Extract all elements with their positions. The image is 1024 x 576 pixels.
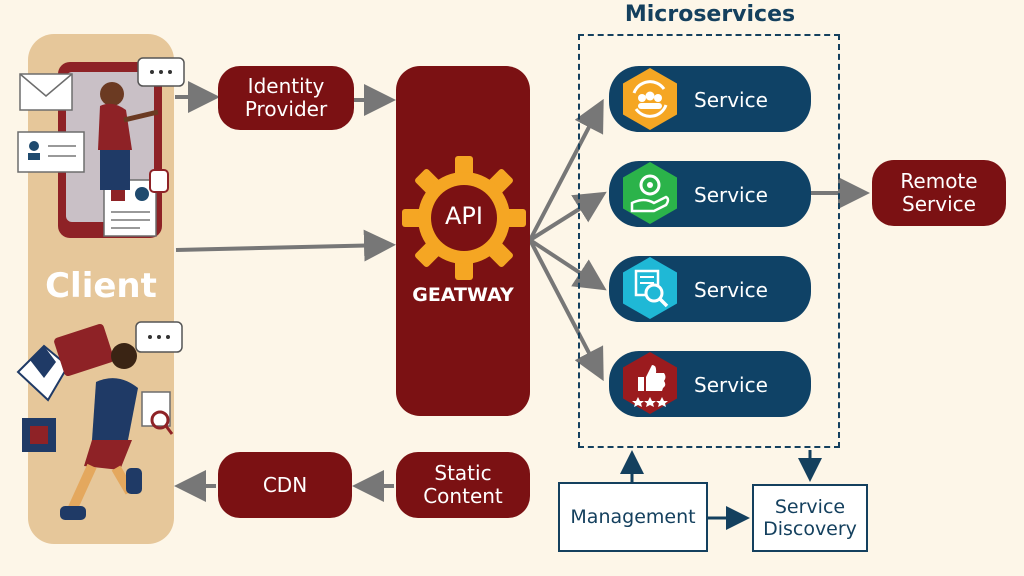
magnifier-document-icon	[141, 391, 174, 435]
arrow-gateway-to-service-4	[528, 239, 604, 382]
client-label: Client	[45, 266, 157, 306]
arrow-gateway-to-service-1	[528, 98, 604, 241]
service-label-1: Service	[694, 88, 768, 112]
gateway-label: GEATWAY	[412, 284, 514, 306]
thumbs-up-rating-icon	[623, 352, 677, 414]
hand-gear-icon	[623, 162, 677, 224]
person-illustration-bottom	[60, 343, 142, 520]
shield-icon	[16, 344, 70, 402]
service-label-2: Service	[694, 183, 768, 207]
profile-card-icon	[17, 131, 85, 173]
search-document-icon	[623, 257, 677, 319]
identity-provider-node[interactable]: Identity Provider	[218, 66, 354, 130]
microservices-boundary	[578, 34, 840, 448]
email-icon	[19, 73, 73, 111]
person-illustration-top	[98, 82, 169, 193]
service-label-4: Service	[694, 373, 768, 397]
speech-bubble-icon-bottom	[135, 321, 183, 353]
management-node[interactable]: Management	[558, 482, 708, 552]
laptop-illustration	[54, 323, 114, 377]
arrow-gateway-to-service-2	[528, 191, 607, 242]
team-cycle-icon	[623, 68, 677, 130]
service-label-3: Service	[694, 278, 768, 302]
speech-bubble-icon	[137, 57, 185, 87]
service-discovery-node[interactable]: Service Discovery	[752, 484, 868, 552]
arrow-client-to-gateway	[175, 229, 396, 262]
cdn-node[interactable]: CDN	[218, 452, 352, 518]
chip-icon	[22, 418, 56, 452]
remote-service-node[interactable]: Remote Service	[872, 160, 1006, 226]
microservices-title: Microservices	[624, 2, 796, 27]
api-label: API	[445, 202, 483, 230]
arrow-gateway-to-service-3	[528, 238, 607, 291]
static-content-node[interactable]: Static Content	[396, 452, 530, 518]
